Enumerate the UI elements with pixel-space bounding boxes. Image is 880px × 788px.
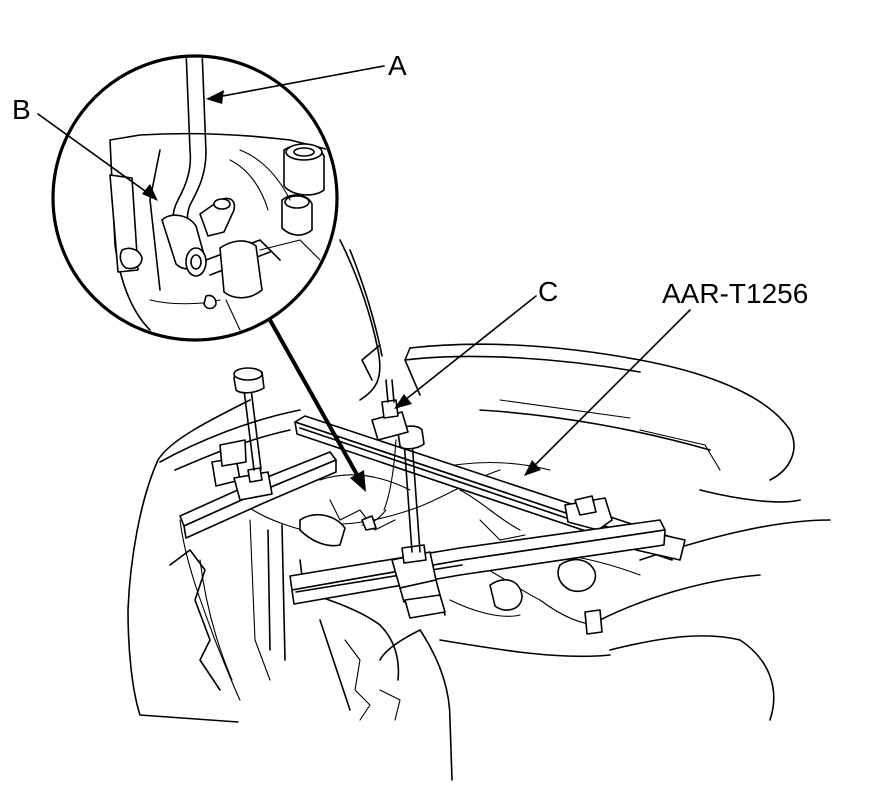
callout-label-a: A xyxy=(388,50,407,81)
callout-label-b: B xyxy=(12,94,31,125)
engine-bay xyxy=(239,461,641,721)
detail-magnifier xyxy=(51,54,339,342)
vehicle-body xyxy=(127,239,831,781)
callout-label-c: C xyxy=(538,276,559,307)
callout-label-tool-number: AAR-T1256 xyxy=(662,278,809,309)
leader-lines xyxy=(37,65,691,492)
engine-support-tool xyxy=(179,367,686,619)
